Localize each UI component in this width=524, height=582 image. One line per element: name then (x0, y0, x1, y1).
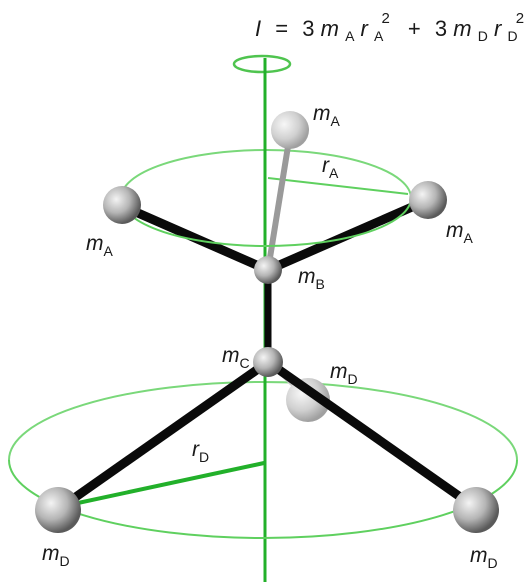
label-m-d-right: mD (470, 544, 498, 571)
lower-ring-front (8, 459, 518, 539)
bond-b-to-left-a (120, 201, 270, 275)
lower-ring-back (8, 381, 518, 461)
atom-a-top (271, 111, 309, 149)
label-m-a-top: mA (313, 102, 341, 129)
label-m-a-left: mA (86, 232, 114, 259)
formula: I = 3 m A r A 2 + 3 m D r D 2 (255, 3, 524, 46)
label-r-a: rA (322, 154, 339, 181)
bond-c-to-right-d (265, 358, 479, 512)
top-rotation-ring (232, 54, 292, 74)
bond-b-to-top-a (265, 133, 293, 271)
bond-b-to-right-a (266, 195, 430, 275)
atom-d-left (35, 487, 81, 533)
label-m-a-right: mA (446, 219, 474, 246)
label-m-d-left: mD (42, 542, 70, 569)
radius-d-line (63, 461, 265, 508)
label-m-c: mC (222, 344, 250, 371)
label-m-d-back: mD (330, 360, 358, 387)
label-m-b: mB (298, 265, 325, 292)
atom-d-right (453, 487, 499, 533)
atom-a-right (409, 181, 447, 219)
atom-b (254, 256, 282, 284)
radius-a-line (267, 177, 409, 195)
atom-d-back (286, 378, 330, 422)
atom-a-left (103, 186, 141, 224)
label-r-d: rD (192, 438, 209, 465)
upper-ring-front (120, 197, 412, 247)
atom-c (253, 347, 283, 377)
bond-c-to-left-d (57, 358, 271, 512)
